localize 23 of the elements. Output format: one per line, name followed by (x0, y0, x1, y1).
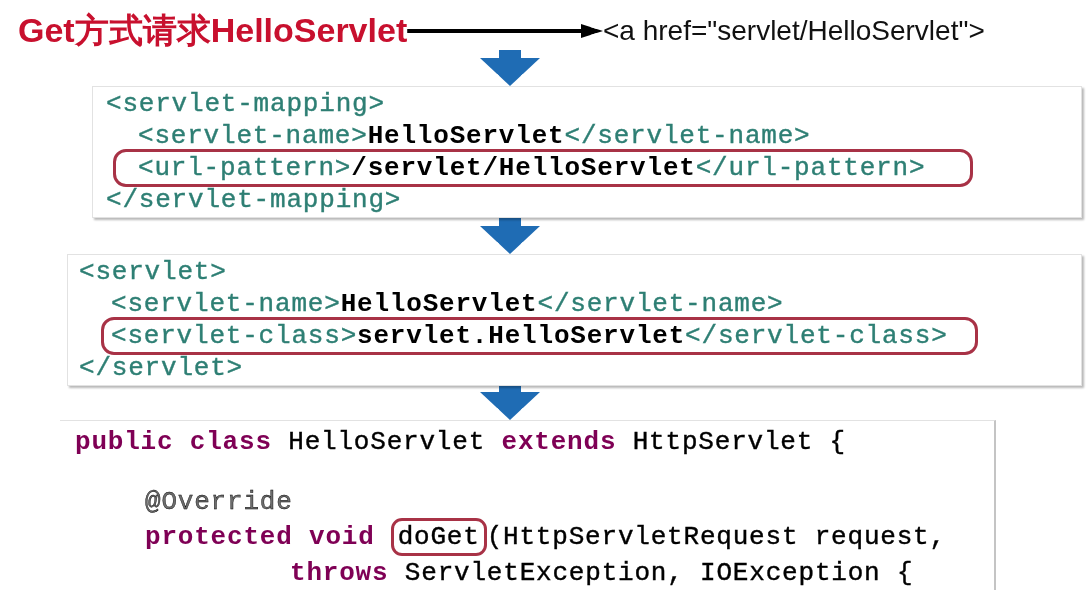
code-line: </servlet> (79, 352, 244, 384)
arrow (480, 386, 540, 420)
highlight-box: <servlet-class>servlet.HelloServlet</servlet-class> (101, 317, 978, 355)
code-line: <servlet-mapping> (106, 88, 385, 120)
arrow (480, 218, 540, 254)
code-line: <servlet-name>HelloServlet</servlet-name> (111, 288, 784, 320)
code-panel (67, 254, 1082, 386)
code-panel (60, 420, 996, 590)
code-line: protected void (145, 521, 375, 553)
code-line: @Override (145, 486, 293, 518)
code-line: (HttpServletRequest request, (486, 521, 946, 553)
code-line: <servlet> (79, 256, 227, 288)
code-line: throws ServletException, IOException { (290, 557, 914, 589)
arrow (407, 24, 603, 38)
arrow (480, 50, 540, 86)
code-text: <a href="servlet/HelloServlet"> (603, 11, 985, 51)
code-line: <servlet-name>HelloServlet</servlet-name> (138, 120, 811, 152)
highlight-box: <url-pattern>/servlet/HelloServlet</url-pattern> (113, 149, 973, 187)
code-panel (92, 86, 1082, 218)
code-line: public class HelloServlet extends HttpServlet { (75, 426, 846, 458)
code-line: </servlet-mapping> (106, 184, 402, 216)
heading: Get方式请求HelloServlet (18, 8, 408, 52)
highlight-box: doGet (390, 518, 487, 556)
